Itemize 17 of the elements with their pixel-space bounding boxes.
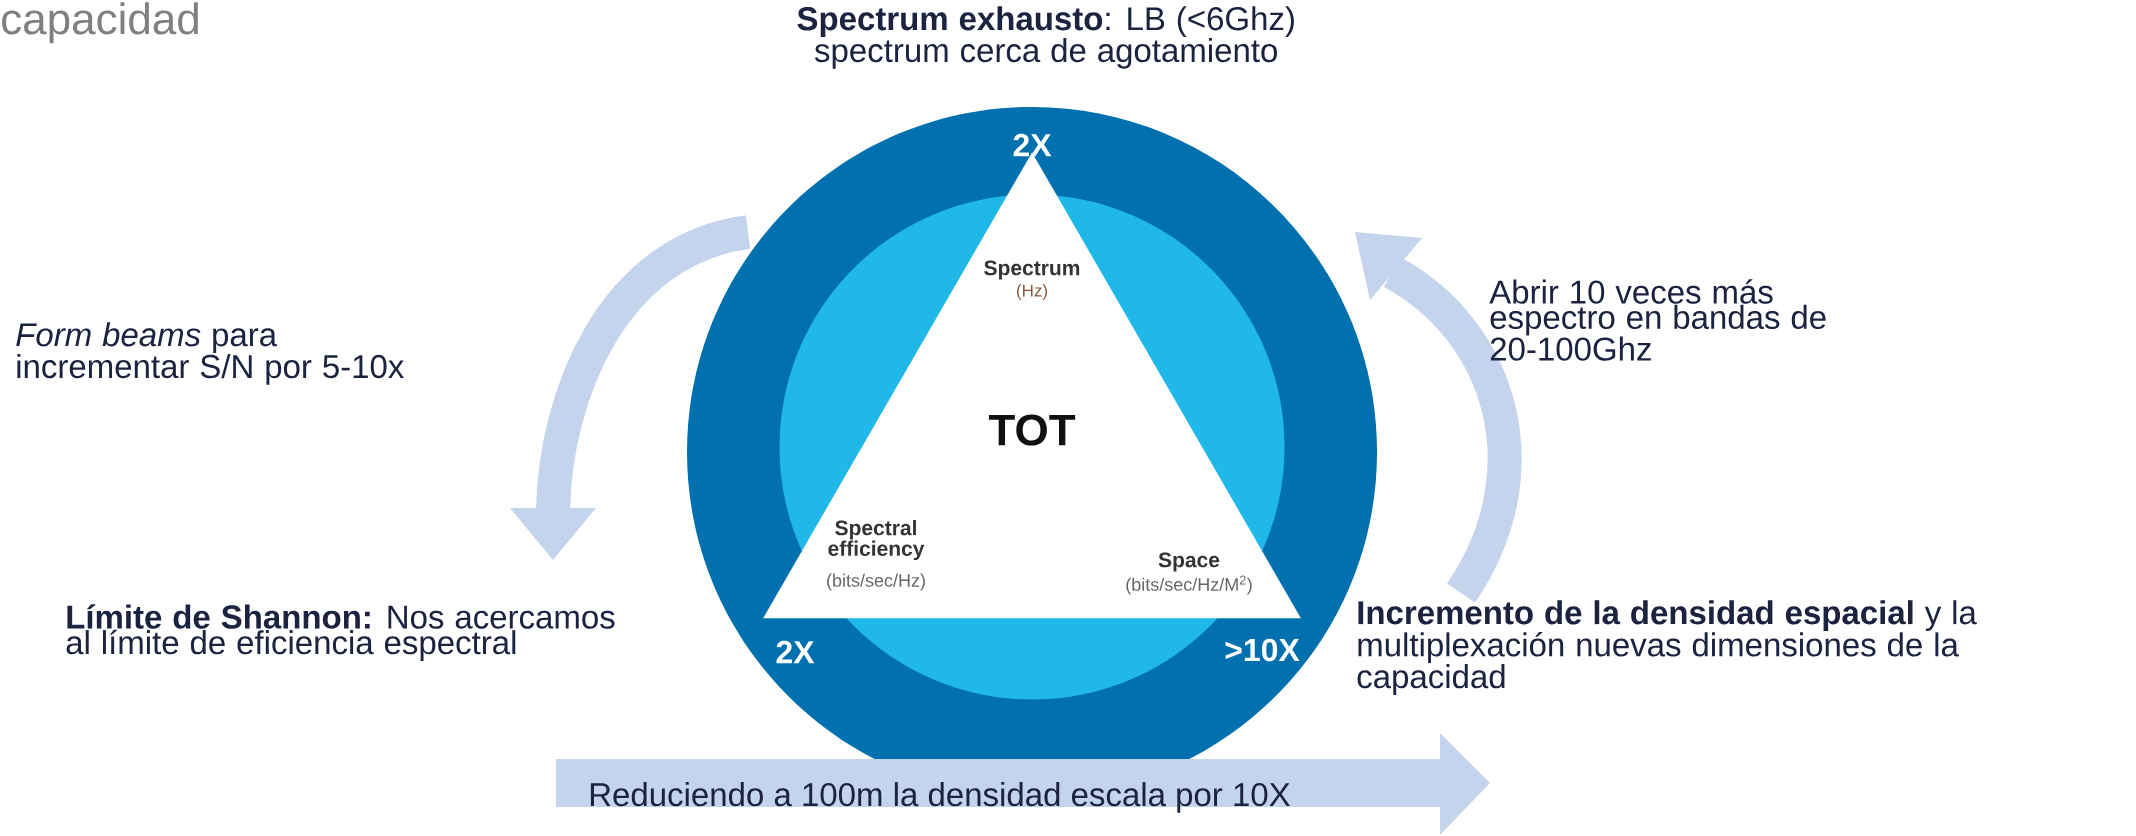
- triangle-label: (Hz): [1017, 284, 1047, 300]
- annotation-text: Abrir 10 veces más espectro en bandas de 20-100Ghz: [1489, 279, 1826, 361]
- multiplier-label: 2X: [776, 640, 815, 664]
- triangle-label: TOT: [988, 414, 1076, 446]
- annotation-text: Incremento de la densidad espacial y la multiplexación nuevas dimensiones de la capacidad: [1357, 600, 1977, 695]
- annotation-text: Límite de Shannon: Nos acercamos al límite de eficiencia espectral: [66, 604, 615, 661]
- annotation-text: Spectrum exhausto: LB (<6Ghz) spectrum cerca de agotamiento: [797, 6, 1294, 69]
- triangle-label: Spectral efficiency: [828, 519, 925, 561]
- multiplier-label: 2X: [1013, 133, 1052, 157]
- annotation-text: Form beams para incrementar S/N por 5-10x: [16, 322, 404, 385]
- multiplier-label: >10X: [1225, 638, 1300, 662]
- triangle-label: Spectrum: [984, 260, 1080, 280]
- band-text: Reduciendo a 100m la densidad escala por 10X: [590, 782, 1290, 813]
- triangle-label: (bits/sec/Hz): [827, 573, 925, 591]
- triangle-label: Space: [1158, 552, 1220, 572]
- triangle-label: (bits/sec/Hz/M$^{2}$): [1126, 575, 1252, 595]
- title-text: capacidad: [2, 2, 198, 44]
